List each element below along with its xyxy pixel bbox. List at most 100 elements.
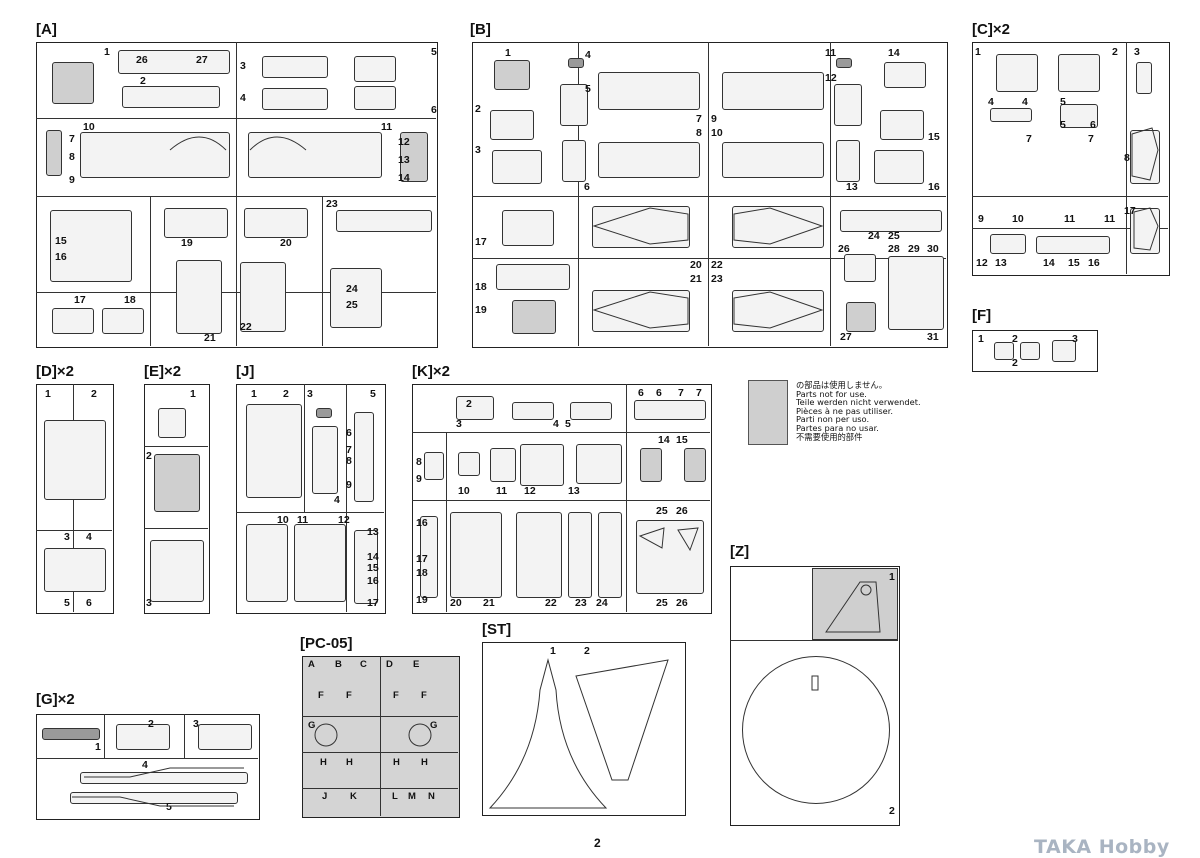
a-part-1 <box>52 62 94 104</box>
b-part-22-shape <box>733 207 824 245</box>
c-part-17 <box>1130 208 1160 254</box>
k-num-6b: 6 <box>656 387 662 399</box>
k-part-14 <box>640 448 662 482</box>
b-part-11 <box>836 58 852 68</box>
pc-letter-c: C <box>360 659 367 670</box>
notice-line-zh: 不需要使用的部件 <box>796 431 863 442</box>
e-num-3: 3 <box>146 597 152 609</box>
a-part-12-14 <box>400 132 428 182</box>
b-num-28: 28 <box>888 243 900 255</box>
k-part-25-26 <box>636 520 704 594</box>
b-part-14 <box>884 62 926 88</box>
g-part-4-rod <box>84 767 244 778</box>
k-num-26b: 26 <box>676 597 688 609</box>
b-part-17 <box>502 210 554 246</box>
b-num-14: 14 <box>888 47 900 59</box>
k-num-16: 16 <box>416 517 428 529</box>
g-num-2: 2 <box>148 718 154 730</box>
pc-letter-l: L <box>392 791 398 802</box>
b-part-2 <box>490 110 534 140</box>
e-num-1: 1 <box>190 388 196 400</box>
pc-letter-d: D <box>386 659 393 670</box>
a-num-18: 18 <box>124 294 136 306</box>
j-num-3: 3 <box>307 388 313 400</box>
a-num-27: 27 <box>196 54 208 66</box>
z-part-1-shape <box>825 581 881 633</box>
b-num-7: 7 <box>696 113 702 125</box>
c-num-7b: 7 <box>1088 133 1094 145</box>
b-part-4 <box>568 58 584 68</box>
c-num-12: 12 <box>976 257 988 269</box>
page-number: 2 <box>594 836 601 850</box>
k-num-13: 13 <box>568 485 580 497</box>
g-part-4 <box>80 772 248 784</box>
st-num-2: 2 <box>584 645 590 657</box>
b-part-26 <box>844 254 876 282</box>
k-num-20: 20 <box>450 597 462 609</box>
j-num-9: 9 <box>346 479 352 491</box>
g-part-2 <box>116 724 170 750</box>
pc-g-ring-right <box>408 723 432 747</box>
c-num-1: 1 <box>975 46 981 58</box>
k-num-11: 11 <box>496 485 508 497</box>
c-part-5-6 <box>1060 104 1098 128</box>
b-part-28-31 <box>888 256 944 330</box>
f-part-3 <box>1052 340 1076 362</box>
pc-letter-k: K <box>350 791 357 802</box>
a-part-24-25 <box>330 268 382 328</box>
a-num-24: 24 <box>346 283 358 295</box>
k-num-25b: 25 <box>656 597 668 609</box>
g-part-5 <box>70 792 238 804</box>
j-num-15: 15 <box>367 562 379 574</box>
pc-letter-h2: H <box>346 757 353 768</box>
k-num-18: 18 <box>416 567 428 579</box>
b-part-23-shape <box>733 291 824 329</box>
b-part-18 <box>496 264 570 290</box>
c-part-2 <box>1058 54 1100 92</box>
j-part-3 <box>316 408 332 418</box>
sprue-pc05-label: [PC-05] <box>300 635 353 652</box>
b-part-16 <box>874 150 924 184</box>
k-num-21: 21 <box>483 597 495 609</box>
k-part-25-shape <box>638 527 665 549</box>
st-num-1: 1 <box>550 645 556 657</box>
k-part-22 <box>516 512 562 598</box>
g-num-1: 1 <box>95 741 101 753</box>
a-part-15-16 <box>50 210 132 282</box>
pc-letter-a: A <box>308 659 315 670</box>
j-part-1-2 <box>246 404 302 498</box>
b-num-23: 23 <box>711 273 723 285</box>
j-num-6: 6 <box>346 427 352 439</box>
pc-letter-h1: H <box>320 757 327 768</box>
a-part-7-9 <box>46 130 62 176</box>
sprue-k-label: [K]×2 <box>412 363 450 380</box>
a-num-10: 10 <box>83 121 95 133</box>
z-part-1-unused <box>812 568 898 640</box>
a-num-16: 16 <box>55 251 67 263</box>
b-part-8 <box>598 142 700 178</box>
a-num-13: 13 <box>398 154 410 166</box>
a-num-14: 14 <box>398 172 410 184</box>
b-num-3: 3 <box>475 144 481 156</box>
k-part-24 <box>598 512 622 598</box>
pc-letter-g2: G <box>430 720 438 731</box>
c-num-7a: 7 <box>1026 133 1032 145</box>
a-part-3 <box>262 56 328 78</box>
a-part-6 <box>354 86 396 110</box>
sprue-a-label: [A] <box>36 21 57 38</box>
k-num-19: 19 <box>416 594 428 606</box>
pc-letter-b: B <box>335 659 342 670</box>
a-part-2 <box>122 86 220 108</box>
k-part-12 <box>520 444 564 486</box>
k-num-14: 14 <box>658 434 670 446</box>
k-num-9: 9 <box>416 473 422 485</box>
b-part-5 <box>560 84 588 126</box>
k-num-23: 23 <box>575 597 587 609</box>
e-part-3 <box>150 540 204 602</box>
a-part-10 <box>80 132 230 178</box>
b-num-27: 27 <box>840 331 852 343</box>
k-num-8: 8 <box>416 456 422 468</box>
a-num-2: 2 <box>140 75 146 87</box>
j-num-16: 16 <box>367 575 379 587</box>
z-part-2-ring <box>742 656 890 804</box>
